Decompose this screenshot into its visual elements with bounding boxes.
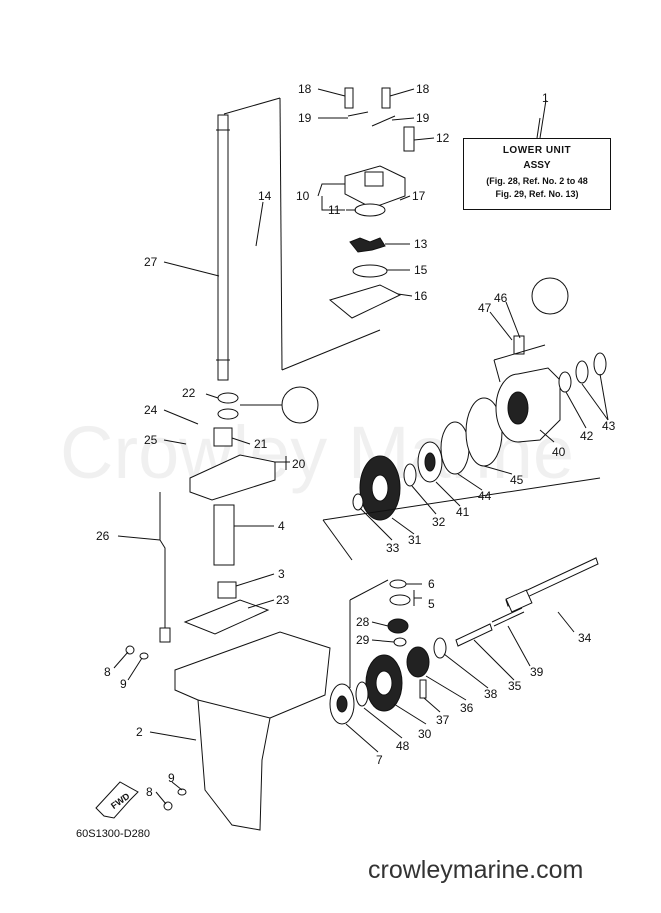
assembly-note-1: (Fig. 28, Ref. No. 2 to 48 <box>486 176 588 186</box>
callout-18b: 18 <box>416 82 430 96</box>
callout-21: 21 <box>254 437 268 451</box>
callout-9b: 9 <box>168 771 175 785</box>
callout-1: 1 <box>542 91 549 105</box>
callout-23: 23 <box>276 593 290 607</box>
drawing-code: 60S1300-D280 <box>76 828 151 840</box>
callout-45: 45 <box>510 473 524 487</box>
callout-11: 11 <box>328 203 341 217</box>
callout-5: 5 <box>428 597 435 611</box>
callout-35: 35 <box>508 679 522 693</box>
assembly-info-box: LOWER UNIT ASSY (Fig. 28, Ref. No. 2 to … <box>463 138 611 210</box>
callout-6: 6 <box>428 577 435 591</box>
callout-19a: 19 <box>298 111 312 125</box>
callout-8b: 8 <box>146 785 153 799</box>
assembly-note-2: Fig. 29, Ref. No. 13) <box>495 189 579 199</box>
callout-38: 38 <box>484 687 498 701</box>
callout-33: 33 <box>386 541 400 555</box>
water-pump-housing <box>344 126 415 217</box>
callout-4: 4 <box>278 519 285 533</box>
callout-18a: 18 <box>298 82 312 96</box>
callout-42: 42 <box>580 429 594 443</box>
callout-29: 29 <box>356 633 370 647</box>
fwd-arrow-icon <box>95 781 139 819</box>
impeller <box>349 237 386 253</box>
callout-46: 46 <box>494 291 508 305</box>
callout-24: 24 <box>144 403 158 417</box>
callout-12: 12 <box>436 131 450 145</box>
callout-14: 14 <box>258 189 272 203</box>
callout-43: 43 <box>602 419 616 433</box>
callout-41: 41 <box>456 505 470 519</box>
assembly-subtitle: ASSY <box>523 160 551 171</box>
callout-36: 36 <box>460 701 474 715</box>
callout-22: 22 <box>182 386 196 400</box>
callout-44: 44 <box>478 489 492 503</box>
callout-30: 30 <box>418 727 432 741</box>
callout-48: 48 <box>396 739 410 753</box>
propeller-shaft <box>505 557 599 613</box>
propeller-shaft-housing <box>495 367 561 443</box>
callout-40: 40 <box>552 445 566 459</box>
callout-25: 25 <box>144 433 158 447</box>
callout-28: 28 <box>356 615 370 629</box>
drive-shaft <box>216 114 230 381</box>
callout-34: 34 <box>578 631 592 645</box>
callout-9a: 9 <box>120 677 127 691</box>
callout-7: 7 <box>376 753 383 767</box>
callout-32: 32 <box>432 515 446 529</box>
lower-casing <box>174 631 331 831</box>
outer-plate <box>328 284 402 319</box>
callout-16: 16 <box>414 289 428 303</box>
callout-19b: 19 <box>416 111 430 125</box>
callout-15: 15 <box>414 263 428 277</box>
callout-39: 39 <box>530 665 544 679</box>
callout-31: 31 <box>408 533 422 547</box>
callout-27: 27 <box>144 255 158 269</box>
callout-20: 20 <box>292 457 306 471</box>
callout-8a: 8 <box>104 665 111 679</box>
callout-labels: 18 18 19 19 12 10 17 11 13 15 16 14 27 2… <box>96 82 616 799</box>
gasket-ring <box>352 264 388 278</box>
footer-site-text: crowleymarine.com <box>368 856 584 884</box>
callout-2: 2 <box>136 725 143 739</box>
callout-47: 47 <box>478 301 492 315</box>
callout-3: 3 <box>278 567 285 581</box>
callout-26: 26 <box>96 529 110 543</box>
callout-13: 13 <box>414 237 428 251</box>
leader-lines <box>113 88 609 805</box>
assembly-title: LOWER UNIT <box>502 145 572 156</box>
callout-10: 10 <box>296 189 310 203</box>
callout-17: 17 <box>412 189 426 203</box>
bearing-housing <box>189 454 276 501</box>
callout-37: 37 <box>436 713 450 727</box>
